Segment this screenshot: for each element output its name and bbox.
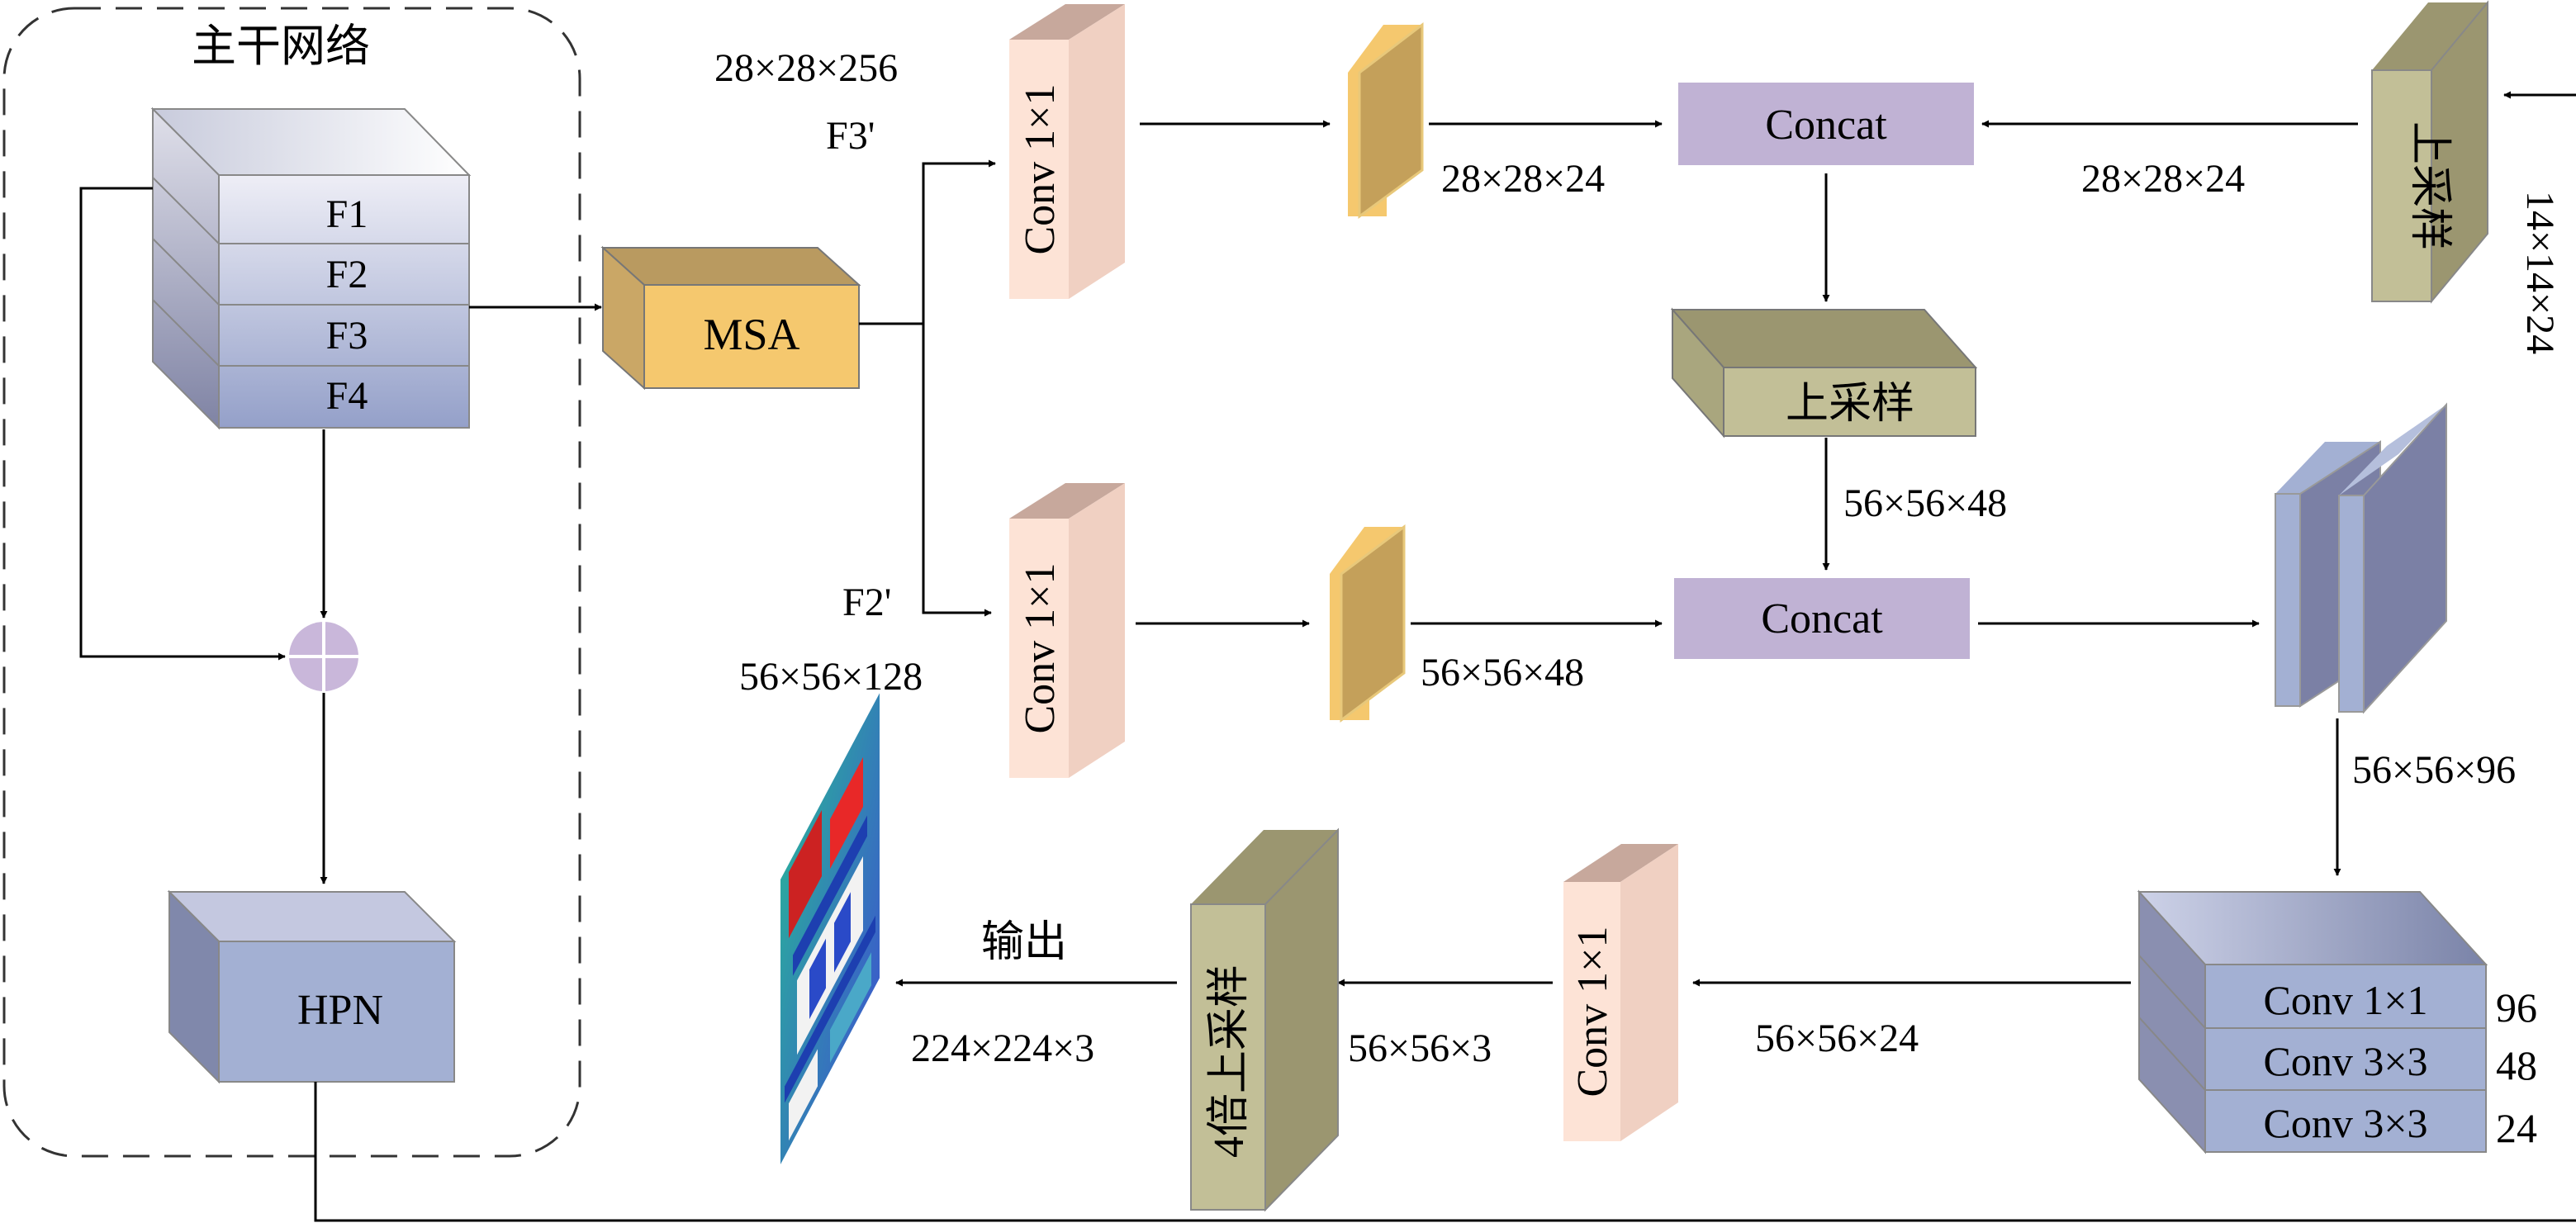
upsample4-label: 4倍上采样 (1206, 965, 1253, 1158)
top-concat-box (1678, 83, 1974, 165)
concat-out-dim: 56×56×96 (2352, 748, 2516, 792)
middle-upsample-block: 上采样 (1670, 307, 1978, 438)
feature-f4: F4 (326, 374, 368, 418)
msa-block: MSA (600, 245, 861, 391)
backbone-title: 主干网络 (192, 21, 370, 71)
top-conv1x1-block: Conv 1×1 (1009, 4, 1125, 299)
hpn-label: HPN (297, 987, 383, 1034)
f3-input-name: F3' (826, 114, 875, 158)
top-out-dim: 28×28×24 (1441, 157, 1605, 201)
bottom-concat-label: Concat (1761, 595, 1883, 642)
middle-upsample-label: 上采样 (1786, 381, 1914, 428)
top-concat-label: Concat (1765, 102, 1887, 149)
conv-stack: Conv 1×1 Conv 3×3 Conv 3×3 96 48 24 (2137, 889, 2537, 1154)
bottom-out-dim: 56×56×48 (1421, 651, 1584, 694)
feature-f2: F2 (326, 253, 368, 296)
f2-input-name: F2' (842, 581, 891, 624)
output-label: 输出 (981, 919, 1067, 966)
conv-stack-ch-1: 96 (2496, 984, 2537, 1031)
conv-stack-row-1: Conv 1×1 (2263, 977, 2427, 1023)
conv-stack-ch-3: 24 (2496, 1105, 2537, 1151)
bottom-feature-map (1330, 524, 1406, 723)
conv-stack-row-2: Conv 3×3 (2263, 1038, 2427, 1084)
hpn-block: HPN (167, 889, 457, 1084)
hpn-feedback-line (314, 91, 2576, 1222)
f2-input-dim: 56×56×128 (739, 655, 923, 699)
top-feature-map (1348, 21, 1424, 219)
feature-stack: F1 F2 F3 F4 (150, 107, 472, 430)
conv-stack-ch-2: 48 (2496, 1042, 2537, 1088)
upsample-out-dim: 56×56×48 (1843, 481, 2007, 525)
upsample-in-dim: 28×28×24 (2081, 157, 2245, 201)
bottom-conv1x1-block: Conv 1×1 (1009, 483, 1125, 778)
conv-stack-row-3: Conv 3×3 (2263, 1100, 2427, 1146)
msa-split-arrows (859, 159, 996, 617)
conv-stack-out-dim: 56×56×24 (1755, 1017, 1919, 1060)
msa-label: MSA (703, 310, 799, 359)
output-segmentation-image (780, 693, 880, 1164)
top-conv-label: Conv 1×1 (1017, 83, 1064, 254)
upsample4-block: 4倍上采样 (1190, 827, 1339, 1212)
output-dim: 224×224×3 (911, 1026, 1094, 1070)
top-upsample-label: 上采样 (2406, 121, 2453, 250)
bottom-concat-box (1674, 578, 1970, 659)
side-dim: 14×14×24 (2518, 191, 2562, 354)
f3-input-dim: 28×28×256 (714, 46, 898, 90)
backbone-arrows (79, 187, 602, 884)
top-upsample-block: 上采样 (2371, 0, 2488, 304)
bottom-conv-label: Conv 1×1 (1017, 562, 1064, 733)
feature-f3: F3 (326, 314, 368, 358)
add-node (289, 622, 358, 691)
backbone-container (2, 7, 581, 1158)
final-conv1x1-block: Conv 1×1 (1563, 844, 1678, 1141)
concat-feature-maps (2275, 402, 2447, 714)
final-conv-label: Conv 1×1 (1569, 926, 1616, 1097)
final-conv-out-dim: 56×56×3 (1348, 1026, 1492, 1070)
feature-f1: F1 (326, 192, 368, 236)
